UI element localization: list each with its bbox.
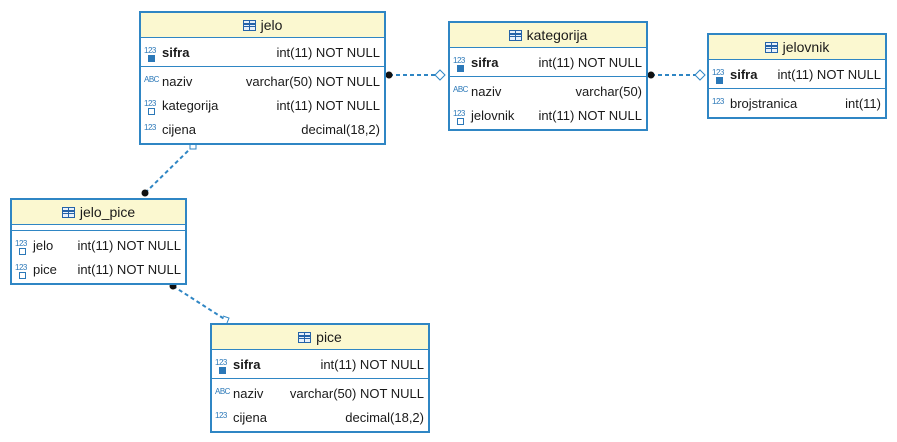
- text-type-icon: ABC: [453, 85, 468, 94]
- column-name: jelovnik: [471, 107, 515, 123]
- column-type: int(11) NOT NULL: [276, 44, 380, 60]
- column-row[interactable]: 123 cijena decimal(18,2): [141, 117, 384, 141]
- column-row[interactable]: 123 brojstranica int(11): [709, 91, 885, 115]
- column-row[interactable]: 123 sifra int(11) NOT NULL: [141, 40, 384, 64]
- foreign-key-icon: 123: [15, 240, 33, 255]
- column-name: pice: [33, 261, 57, 277]
- column-type: int(11) NOT NULL: [538, 107, 642, 123]
- column-name: naziv: [233, 385, 264, 401]
- column-name: naziv: [162, 73, 193, 89]
- text-type-icon: ABC: [144, 75, 159, 84]
- text-type-icon: ABC: [215, 387, 230, 396]
- table-jelo-pice[interactable]: jelo_pice 123 jelo int(11) NOT NULL 123 …: [10, 198, 187, 285]
- column-name: sifra: [162, 44, 190, 60]
- table-title: jelo: [260, 17, 283, 33]
- column-row[interactable]: ABC naziv varchar(50): [450, 79, 646, 103]
- table-icon: [508, 29, 522, 41]
- table-kategorija[interactable]: kategorija 123 sifra int(11) NOT NULL AB…: [448, 21, 648, 131]
- foreign-key-icon: 123: [453, 110, 471, 125]
- column-type: decimal(18,2): [345, 409, 424, 425]
- column-type: varchar(50): [575, 83, 642, 99]
- column-row[interactable]: 123 cijena decimal(18,2): [212, 405, 428, 429]
- column-type: varchar(50) NOT NULL: [245, 73, 380, 89]
- table-header[interactable]: jelo: [141, 13, 384, 38]
- table-title: jelo_pice: [79, 204, 136, 220]
- link-end-dot: [647, 71, 655, 79]
- column-type: int(11) NOT NULL: [276, 97, 380, 113]
- number-type-icon: 123: [215, 411, 227, 420]
- table-header[interactable]: pice: [212, 325, 428, 350]
- table-icon: [298, 331, 312, 343]
- column-row[interactable]: 123 sifra int(11) NOT NULL: [450, 50, 646, 74]
- table-jelovnik[interactable]: jelovnik 123 sifra int(11) NOT NULL 123 …: [707, 33, 887, 119]
- column-name: cijena: [162, 121, 196, 137]
- link-end-diamond: [434, 69, 446, 81]
- table-jelo[interactable]: jelo 123 sifra int(11) NOT NULL ABC nazi…: [139, 11, 386, 145]
- table-title: jelovnik: [782, 39, 830, 55]
- table-icon: [764, 41, 778, 53]
- column-name: brojstranica: [730, 95, 798, 111]
- column-row[interactable]: 123 jelovnik int(11) NOT NULL: [450, 103, 646, 127]
- link-jelo-jelo-pice: [144, 145, 194, 194]
- column-type: int(11) NOT NULL: [538, 54, 642, 70]
- table-header[interactable]: kategorija: [450, 23, 646, 48]
- number-type-icon: 123: [144, 123, 156, 132]
- column-type: decimal(18,2): [301, 121, 380, 137]
- column-name: sifra: [471, 54, 499, 70]
- table-title: pice: [316, 329, 342, 345]
- column-name: sifra: [730, 66, 758, 82]
- table-header[interactable]: jelo_pice: [12, 200, 185, 225]
- number-type-icon: 123: [712, 97, 724, 106]
- link-end-dot: [385, 71, 393, 79]
- column-row[interactable]: 123 pice int(11) NOT NULL: [12, 257, 185, 281]
- primary-key-icon: 123: [144, 47, 162, 62]
- column-row[interactable]: ABC naziv varchar(50) NOT NULL: [212, 381, 428, 405]
- link-end-open: [222, 315, 230, 324]
- column-type: int(11): [845, 95, 881, 111]
- primary-key-icon: 123: [712, 69, 730, 84]
- column-name: kategorija: [162, 97, 219, 113]
- column-row[interactable]: 123 sifra int(11) NOT NULL: [709, 62, 885, 86]
- table-title: kategorija: [526, 27, 588, 43]
- column-name: naziv: [471, 83, 502, 99]
- column-row[interactable]: 123 sifra int(11) NOT NULL: [212, 352, 428, 376]
- primary-key-icon: 123: [215, 359, 233, 374]
- column-type: int(11) NOT NULL: [320, 356, 424, 372]
- link-end-diamond: [694, 69, 706, 81]
- column-type: int(11) NOT NULL: [77, 237, 181, 253]
- column-row[interactable]: ABC naziv varchar(50) NOT NULL: [141, 69, 384, 93]
- column-type: varchar(50) NOT NULL: [289, 385, 424, 401]
- column-type: int(11) NOT NULL: [77, 261, 181, 277]
- table-icon: [61, 206, 75, 218]
- foreign-key-icon: 123: [15, 264, 33, 279]
- table-icon: [242, 19, 256, 31]
- table-header[interactable]: jelovnik: [709, 35, 885, 60]
- column-type: int(11) NOT NULL: [777, 66, 881, 82]
- column-name: jelo: [33, 237, 54, 253]
- foreign-key-icon: 123: [144, 100, 162, 115]
- column-name: cijena: [233, 409, 267, 425]
- link-jelo-pice-pice: [172, 285, 227, 321]
- link-end-dot: [141, 189, 149, 197]
- primary-key-icon: 123: [453, 57, 471, 72]
- table-pice[interactable]: pice 123 sifra int(11) NOT NULL ABC nazi…: [210, 323, 430, 433]
- column-row[interactable]: 123 kategorija int(11) NOT NULL: [141, 93, 384, 117]
- column-name: sifra: [233, 356, 261, 372]
- column-row[interactable]: 123 jelo int(11) NOT NULL: [12, 233, 185, 257]
